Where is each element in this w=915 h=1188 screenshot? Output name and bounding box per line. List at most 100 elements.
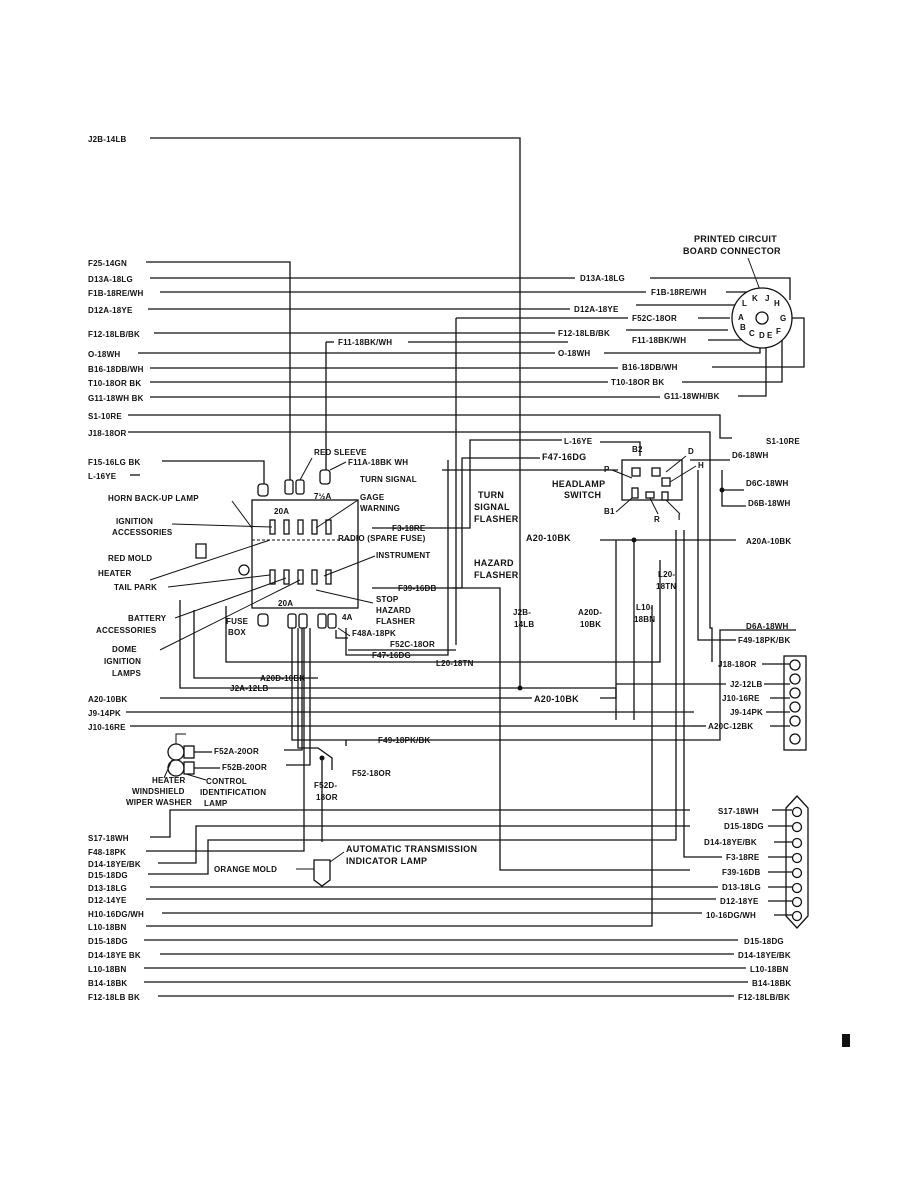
leader-line: [299, 457, 313, 481]
switch-terminal: [651, 467, 661, 477]
wire-label: F1B-18RE/WH: [88, 289, 144, 298]
fuse-label: INSTRUMENT: [376, 551, 430, 560]
wire-label: 14LB: [514, 620, 534, 629]
wire-label: F3-18RE: [392, 524, 426, 533]
wire-j2b: [150, 137, 521, 688]
fuse-rating: 4A: [342, 613, 353, 622]
switch-wire-label: D6C-18WH: [746, 479, 789, 488]
wire-label: 18BN: [634, 615, 655, 624]
heater-arrow: [175, 733, 186, 744]
fuse-slot: [297, 519, 304, 535]
headlamp-title-2: SWITCH: [564, 490, 601, 500]
wire-label: FLASHER: [474, 570, 519, 580]
leader-line: [329, 461, 347, 471]
wire-label: D12A-18YE: [88, 306, 133, 315]
wire-label: A20-10BK: [88, 695, 127, 704]
wire-f15: [162, 460, 265, 484]
fuse-label: DOME: [112, 645, 137, 654]
pcb-pin: A: [738, 313, 744, 322]
fuse-label: IGNITION: [104, 657, 141, 666]
wire-label: B16-18DB/WH: [88, 365, 144, 374]
pcb-title-2: BOARD CONNECTOR: [683, 246, 781, 256]
fuse-connector: [317, 613, 327, 629]
lower-label: ORANGE MOLD: [214, 865, 277, 874]
connector-wire-label: F3-18RE: [726, 853, 760, 862]
switch-wire-label: D6-18WH: [732, 451, 769, 460]
wire-label: F52C-18OR: [390, 640, 435, 649]
wire-f52a: [284, 628, 303, 751]
wire-label: H10-16DG/WH: [88, 910, 144, 919]
lower-label: LAMP: [204, 799, 228, 808]
leader-line: [329, 851, 345, 863]
wire-label: L-16YE: [88, 472, 117, 481]
connector-pin: [791, 882, 803, 894]
wire-label: S17-18WH: [88, 834, 129, 843]
wire-label: J9-14PK: [88, 709, 121, 718]
wire-s1: [128, 414, 732, 439]
fuse-slot: [283, 519, 290, 535]
wire-label: F47-16DG: [542, 452, 586, 462]
wire-label: L10-18BN: [750, 965, 789, 974]
connector-pin: [791, 910, 803, 922]
wire-a20-junction: [520, 687, 617, 720]
pcb-leader: [747, 257, 761, 291]
right-connector-2: S17-18WH D15-18DG D14-18YE/BK F3-18RE F3…: [683, 530, 809, 929]
lower-label: F49-18PK/BK: [378, 736, 430, 745]
fuse-label: RED MOLD: [108, 554, 152, 563]
fuse-label: BATTERY: [128, 614, 167, 623]
junction-dot: [631, 537, 637, 543]
lower-label: F52D-: [314, 781, 337, 790]
leader-line: [665, 455, 687, 473]
wire-label: D14-18YE/BK: [88, 860, 141, 869]
connector-wire-label: D12-18YE: [720, 897, 759, 906]
wire-label: J10-16RE: [88, 723, 126, 732]
lower-label: CONTROL: [206, 777, 247, 786]
connector-pin: [789, 659, 801, 671]
connector-pin: [789, 701, 801, 713]
leader-line: [167, 574, 271, 588]
leader-line: [669, 465, 697, 483]
wire-l10: [146, 605, 653, 927]
pcb-pin: E: [767, 331, 773, 340]
fuse-label: FUSE: [226, 617, 249, 626]
wire-f52: [297, 628, 333, 770]
wire-label: F48-18PK: [88, 848, 126, 857]
switch-pin: B1: [604, 507, 615, 516]
wire-d12a-right: [636, 300, 743, 306]
fuse-connector: [327, 613, 337, 629]
corner-mark: [842, 1034, 850, 1047]
fuse-label: ACCESSORIES: [96, 626, 157, 635]
wire-label: TURN: [478, 490, 504, 500]
fuse-label: HEATER: [98, 569, 132, 578]
wire-o-right: [604, 345, 761, 354]
red-mold-connector: [195, 543, 207, 559]
connector-wire-label: F39-16DB: [722, 868, 761, 877]
pcb-wire-label: O-18WH: [558, 349, 590, 358]
wire-d6: [697, 470, 720, 641]
wire-label: B14-18BK: [752, 979, 791, 988]
wire-d13a-right: [650, 277, 791, 300]
wire-f52b: [286, 628, 311, 766]
fuse-slot: [325, 519, 332, 535]
lower-label: HEATER: [152, 776, 186, 785]
wire-label: S1-10RE: [88, 412, 122, 421]
pcb-wire-label: F12-18LB/BK: [558, 329, 610, 338]
switch-wire-label: S1-10RE: [766, 437, 800, 446]
leader-line: [315, 499, 359, 529]
pcb-wire-label: T10-18OR BK: [611, 378, 664, 387]
fuse-rating: 20A: [278, 599, 293, 608]
wire-f25: [146, 261, 291, 480]
fuse-label: F48A-18PK: [352, 629, 396, 638]
wire-label: A20-10BK: [526, 533, 571, 543]
wire-label: F12-18LB BK: [88, 993, 140, 1002]
fuse-label: WARNING: [360, 504, 400, 513]
fuse-connector: [287, 613, 297, 629]
wire-label: F12-18LB/BK: [738, 993, 790, 1002]
wire-d6b: [721, 490, 746, 507]
left-wire-labels: J2B-14LB F25-14GN D13A-18LG F1B-18RE/WH …: [88, 135, 144, 1002]
wire-label: A20D-10BK: [260, 674, 305, 683]
connector-wire-label: J18-18OR: [718, 660, 757, 669]
fuse-slot: [311, 569, 318, 585]
wire-d14: [158, 825, 690, 864]
switch-terminal: [661, 477, 671, 487]
